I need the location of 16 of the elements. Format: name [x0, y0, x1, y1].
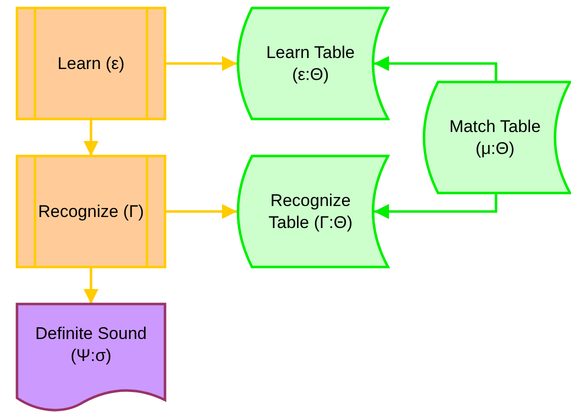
process-box — [17, 8, 165, 119]
arrow — [374, 56, 498, 82]
process-box — [17, 156, 165, 267]
arrow — [84, 267, 98, 304]
node-label: Learn Table (ε:Θ) — [265, 42, 356, 86]
arrow — [84, 119, 98, 156]
node-label: Learn (ε) — [56, 52, 126, 74]
node-label: Recognize (Γ) — [37, 200, 145, 222]
stored-data-shape — [238, 8, 388, 119]
arrow — [374, 193, 498, 219]
arrow — [165, 56, 237, 71]
node-label: Recognize Table (Γ:Θ) — [268, 190, 354, 234]
node-label: Match Table (μ:Θ) — [448, 116, 542, 160]
stored-data-shape — [238, 156, 388, 267]
arrow — [165, 204, 237, 219]
stored-data-shape — [424, 82, 570, 193]
